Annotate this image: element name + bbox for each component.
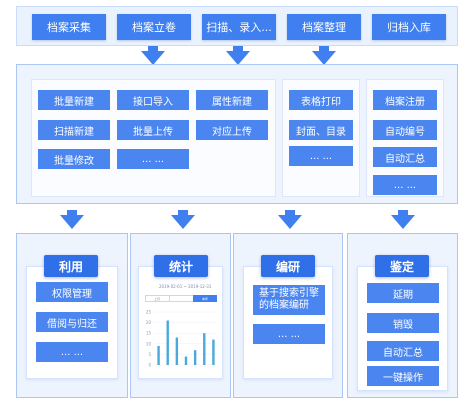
module-use-title: 利用: [44, 255, 98, 277]
chart-bar: [212, 339, 215, 365]
down-arrow-icon: [312, 51, 336, 65]
step-archive[interactable]: 归档入库: [372, 14, 446, 40]
arrow-stem: [148, 46, 158, 52]
batch-upload-button[interactable]: 批量上传: [117, 120, 189, 140]
stats-tab-last-month[interactable]: 上月: [153, 296, 160, 301]
more-button[interactable]: ... ...: [117, 149, 189, 169]
search-engine-compile-button[interactable]: 基于搜索引擎的档案编研: [253, 285, 325, 315]
chart-bar: [157, 345, 160, 365]
scan-create-button[interactable]: 扫描新建: [38, 120, 110, 140]
down-arrow-icon: [278, 215, 302, 229]
stats-tab-middle[interactable]: [169, 295, 193, 302]
attribute-create-button[interactable]: 属性新建: [196, 90, 268, 110]
module-appraisal-title: 鉴定: [375, 255, 429, 277]
down-arrow-icon: [391, 215, 415, 229]
chart-y-tick-label: 0: [148, 363, 151, 368]
api-import-button[interactable]: 接口导入: [117, 90, 189, 110]
step-collect[interactable]: 档案采集: [32, 14, 106, 40]
cover-catalog-button[interactable]: 封面、目录: [289, 120, 353, 140]
extend-button[interactable]: 延期: [367, 283, 439, 303]
chart-y-tick-label: 20: [146, 320, 152, 325]
down-arrow-icon: [171, 215, 195, 229]
arrow-stem: [178, 210, 188, 216]
stats-tab-this-year[interactable]: 本年: [193, 295, 217, 302]
step-organize[interactable]: 档案整理: [287, 14, 361, 40]
step-filing[interactable]: 档案立卷: [117, 14, 191, 40]
step-scan-entry[interactable]: 扫描、录入...: [202, 14, 276, 40]
down-arrow-icon: [141, 51, 165, 65]
permission-management-button[interactable]: 权限管理: [36, 282, 108, 302]
arrow-stem: [233, 46, 243, 52]
chart-y-tick-label: 10: [146, 341, 152, 346]
module-edit-title: 编研: [261, 255, 315, 277]
more-button[interactable]: ... ...: [253, 324, 325, 344]
register-button[interactable]: 档案注册: [373, 90, 437, 110]
chart-bar: [166, 320, 169, 365]
more-button[interactable]: ... ...: [289, 146, 353, 166]
matched-upload-button[interactable]: 对应上传: [196, 120, 268, 140]
more-button[interactable]: ... ...: [373, 175, 437, 195]
more-button[interactable]: ... ...: [36, 342, 108, 362]
module-stats-title: 统计: [154, 255, 208, 277]
chart-y-tick-label: 5: [148, 352, 151, 357]
chart-y-tick-label: 15: [146, 331, 152, 336]
auto-summary-button[interactable]: 自动汇总: [367, 341, 439, 361]
table-print-button[interactable]: 表格打印: [289, 90, 353, 110]
batch-edit-button[interactable]: 批量修改: [38, 149, 110, 169]
module-edit-card: [243, 266, 333, 379]
chart-bar: [175, 337, 179, 365]
auto-summary-button[interactable]: 自动汇总: [373, 147, 437, 167]
stats-date-range: 2019-02-01 ~ 2019-12-31: [159, 284, 212, 289]
stats-bar-chart: 25 20 15 10 5 0: [146, 310, 218, 368]
arrow-stem: [67, 210, 77, 216]
arrow-stem: [398, 210, 408, 216]
down-arrow-icon: [226, 51, 250, 65]
chart-y-tick-label: 25: [146, 310, 152, 315]
destroy-button[interactable]: 销毁: [367, 313, 439, 333]
auto-number-button[interactable]: 自动编号: [373, 120, 437, 140]
arrow-stem: [285, 210, 295, 216]
batch-create-button[interactable]: 批量新建: [38, 90, 110, 110]
down-arrow-icon: [60, 215, 84, 229]
arrow-stem: [319, 46, 329, 52]
chart-bar: [184, 356, 188, 365]
chart-bar: [193, 350, 197, 365]
borrow-return-button[interactable]: 借阅与归还: [36, 312, 108, 332]
one-click-button[interactable]: 一键操作: [367, 366, 439, 386]
chart-bar: [203, 333, 206, 365]
